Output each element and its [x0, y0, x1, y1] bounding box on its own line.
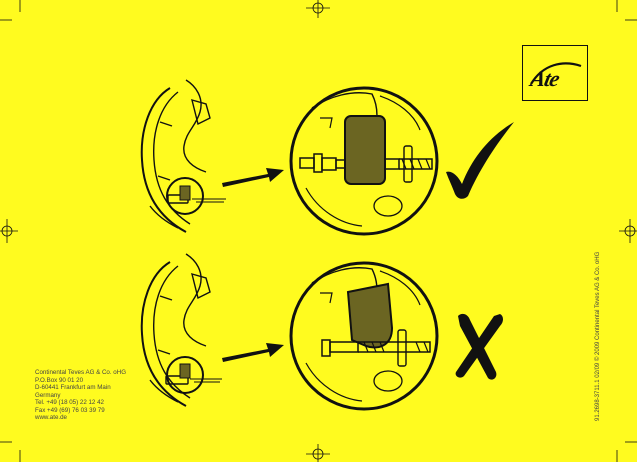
address-line: Tel. +49 (18 05) 22 12 42 — [35, 399, 104, 407]
address-line: www.ate.de — [35, 414, 67, 422]
cross-icon — [455, 313, 503, 380]
address-line: D-60441 Frankfurt am Main — [35, 384, 111, 392]
arrow-right-icon — [222, 343, 284, 362]
detail-circle-top — [289, 86, 439, 236]
brake-assembly-bottom — [140, 253, 211, 407]
address-line: P.O.Box 90 01 20 — [35, 376, 84, 384]
small-pad-top — [179, 185, 191, 201]
small-pad-bottom — [179, 363, 191, 379]
small-pin-top — [192, 198, 226, 203]
address-line: Fax +49 (69) 76 03 39 79 — [35, 406, 105, 414]
logo-swoosh-icon — [530, 62, 582, 85]
checkmark-icon — [446, 122, 514, 199]
address-line: Germany — [35, 391, 61, 399]
logo-text: Ate — [528, 66, 562, 91]
company-address: Continental Teves AG & Co. oHG P.O.Box 9… — [35, 369, 185, 422]
brake-assembly-top — [140, 79, 211, 233]
small-pin-bottom — [190, 378, 222, 383]
address-line: Continental Teves AG & Co. oHG — [35, 369, 127, 376]
detail-circle-bottom — [289, 261, 439, 411]
arrow-right-icon — [222, 168, 284, 187]
document-reference: 91.2698-3711.1 02/09 © 2009 Continental … — [595, 251, 601, 421]
ate-logo: Ate — [522, 45, 588, 101]
